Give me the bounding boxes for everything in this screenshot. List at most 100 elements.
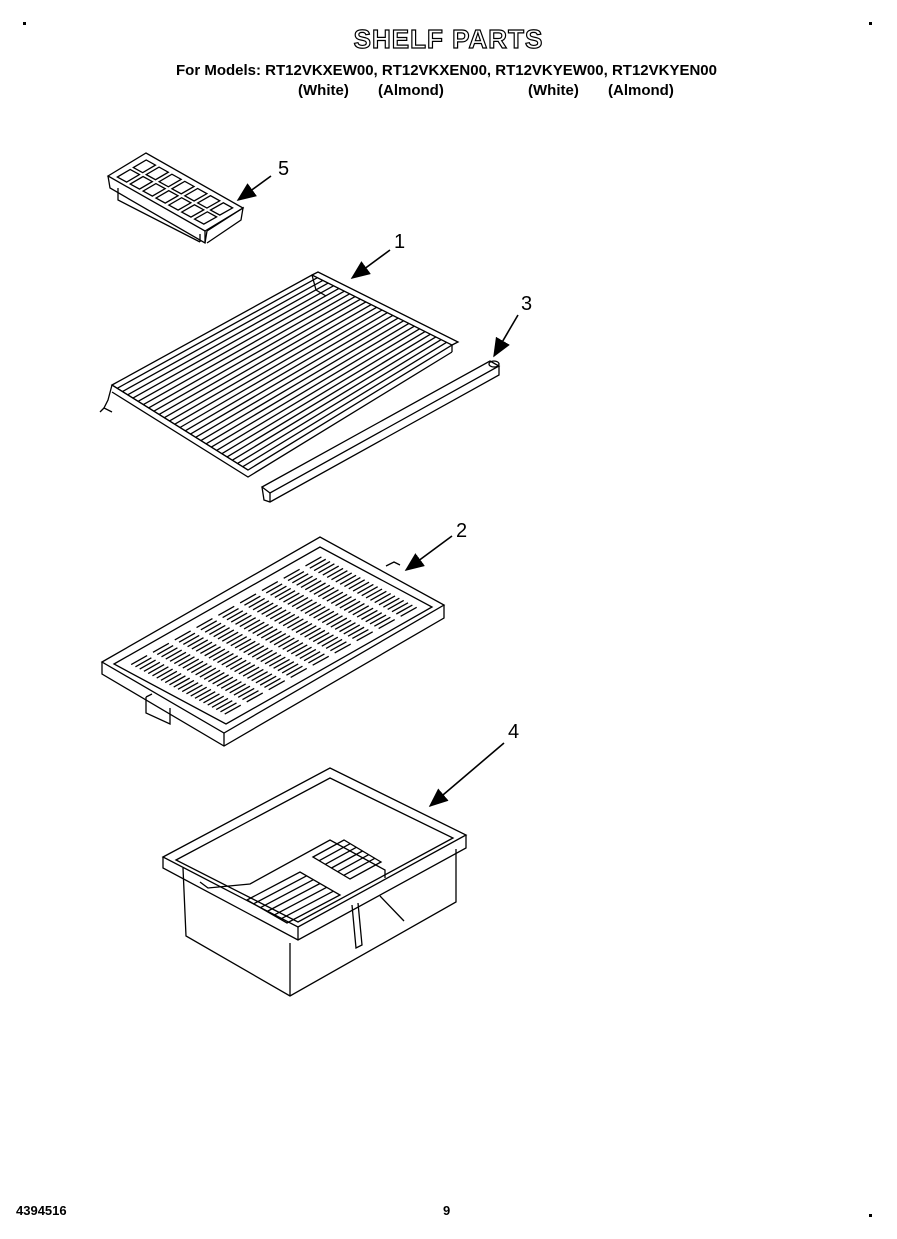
frame-rib	[260, 628, 278, 639]
frame-rib	[212, 674, 229, 685]
frame-rib	[387, 599, 405, 610]
shelf-wire	[184, 312, 388, 432]
pan-rib	[343, 857, 376, 876]
frame-rib	[226, 633, 243, 645]
frame-rib	[343, 600, 361, 611]
shelf-wire	[143, 290, 345, 406]
shelf-wire	[200, 320, 404, 442]
frame-rib	[246, 692, 264, 703]
frame-rib	[177, 679, 195, 690]
frame-rib	[347, 626, 365, 637]
frame-rib	[230, 612, 248, 623]
frame-rib	[313, 584, 331, 595]
frame-rib	[296, 575, 313, 586]
frame-rib	[229, 683, 247, 694]
shelf-wire	[169, 304, 372, 422]
frame-rib	[164, 673, 182, 684]
frame-rib	[312, 632, 330, 643]
frame-rib	[255, 673, 273, 684]
shelf-wire	[237, 339, 442, 465]
pan-rib	[253, 875, 307, 905]
frame-rib	[268, 680, 286, 691]
shelf-wire	[242, 341, 447, 468]
frame-rib	[317, 610, 335, 621]
frame-rib	[282, 616, 300, 627]
shelf-wire	[116, 277, 318, 389]
pan-rib	[325, 846, 357, 865]
frame-rib	[291, 620, 309, 631]
frame-rib	[361, 609, 378, 620]
frame-rib	[352, 605, 370, 616]
frame-rib	[396, 604, 413, 615]
frame-rib	[326, 591, 344, 602]
frame-rib	[365, 588, 383, 599]
tray-cell	[183, 187, 209, 202]
frame-rib	[391, 602, 409, 613]
frame-rib	[283, 592, 300, 603]
frame-rib	[198, 691, 216, 702]
frame-rib	[239, 593, 257, 604]
frame-rib	[247, 668, 264, 679]
frame-rib	[139, 659, 156, 670]
frame-rib	[339, 598, 357, 609]
frame-rib	[225, 657, 243, 668]
frame-rib	[234, 662, 251, 673]
frame-rib	[268, 656, 286, 667]
frame-rib	[304, 580, 322, 591]
frame-rib	[269, 609, 287, 620]
pan-rib	[266, 882, 321, 913]
frame-rib	[299, 648, 317, 659]
frame-rib	[182, 634, 200, 646]
frame-rib	[152, 642, 170, 653]
frame-rib	[178, 632, 196, 643]
frame-rib	[161, 647, 178, 658]
tray-cell	[157, 173, 183, 188]
frame-rib	[356, 607, 374, 618]
tray-cell	[180, 204, 206, 218]
frame-rib	[244, 595, 261, 606]
frame-rib	[291, 597, 309, 608]
shelf-wire	[127, 282, 329, 396]
frame-rib	[317, 634, 334, 645]
frame-rib	[182, 658, 200, 669]
frame-rib	[305, 556, 322, 567]
frame-rib	[344, 577, 361, 588]
frame-rib	[200, 643, 217, 655]
frame-rib	[304, 627, 321, 638]
frame-rib	[278, 637, 295, 648]
frame-rib	[152, 666, 169, 677]
frame-rib	[334, 619, 352, 630]
frame-rib	[270, 585, 287, 596]
frame-rib	[290, 667, 308, 678]
frame-rib	[303, 651, 321, 662]
frame-rib	[187, 637, 204, 648]
frame-rib	[287, 571, 305, 582]
frame-rib	[191, 639, 209, 650]
frame-rib	[209, 624, 226, 635]
frame-rib	[334, 643, 352, 654]
frame-rib	[212, 650, 230, 661]
frame-rib	[286, 665, 303, 676]
shelf-wire	[226, 333, 431, 458]
frame-rib	[273, 658, 290, 669]
registration-mark-bottom-right	[869, 1214, 872, 1217]
leader-part-5	[236, 175, 272, 201]
pan-rib	[273, 886, 327, 916]
frame-rib	[173, 653, 191, 665]
frame-rib	[203, 669, 221, 680]
callout-leaders	[236, 175, 519, 808]
frame-rib	[308, 653, 325, 664]
pan-rib	[331, 850, 363, 869]
frame-rib	[348, 603, 365, 614]
leader-part-1	[350, 249, 391, 279]
frame-rib	[239, 640, 256, 651]
frame-rib	[383, 597, 400, 608]
frame-rib	[160, 670, 178, 681]
frame-rib	[331, 570, 348, 581]
frame-rib	[326, 567, 344, 578]
frame-rib	[215, 700, 233, 711]
frame-rib	[143, 661, 161, 672]
frame-rib	[242, 690, 259, 701]
shelf-wire	[158, 298, 361, 415]
frame-rib	[195, 641, 213, 652]
